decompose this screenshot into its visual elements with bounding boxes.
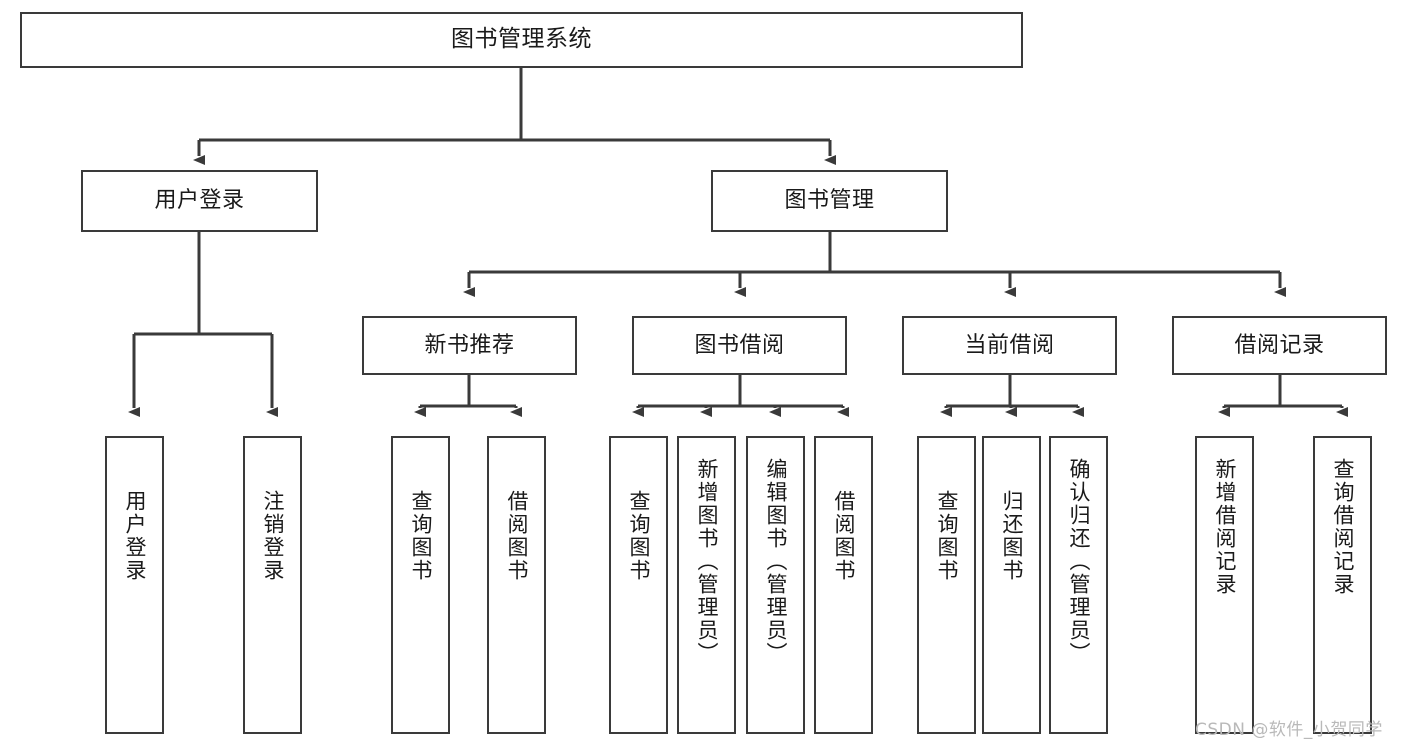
- node-label: 用户登录: [123, 490, 147, 582]
- node-label: 新增借阅记录: [1213, 458, 1237, 596]
- leaf-new-book-borrow[interactable]: 借阅图书: [487, 436, 546, 734]
- node-label: 当前借阅: [964, 332, 1055, 358]
- node-label: 归还图书: [1000, 490, 1024, 582]
- node-label: 编辑图书（管理员）: [764, 458, 788, 665]
- csdn-watermark: CSDN @软件_小贺同学: [1195, 720, 1383, 740]
- node-label: 借阅图书: [832, 490, 856, 582]
- node-label: 新书推荐: [424, 332, 515, 358]
- node-current-borrow[interactable]: 当前借阅: [902, 316, 1117, 375]
- node-label: 查询图书: [935, 490, 959, 582]
- node-user-login[interactable]: 用户登录: [81, 170, 318, 232]
- node-book-borrow[interactable]: 图书借阅: [632, 316, 847, 375]
- leaf-user-login-login[interactable]: 用户登录: [105, 436, 164, 734]
- node-label: 借阅记录: [1234, 332, 1325, 358]
- node-label: 借阅图书: [505, 490, 529, 582]
- leaf-book-borrow-add[interactable]: 新增图书（管理员）: [677, 436, 736, 734]
- node-book-management[interactable]: 图书管理: [711, 170, 948, 232]
- leaf-current-borrow-query[interactable]: 查询图书: [917, 436, 976, 734]
- node-label: 查询图书: [627, 490, 651, 582]
- node-label: 查询图书: [409, 490, 433, 582]
- node-label: 确认归还（管理员）: [1067, 458, 1091, 665]
- node-label: 图书管理: [784, 188, 875, 214]
- leaf-book-borrow-query[interactable]: 查询图书: [609, 436, 668, 734]
- leaf-borrow-record-add[interactable]: 新增借阅记录: [1195, 436, 1254, 734]
- node-label: 用户登录: [154, 188, 245, 214]
- node-label: 图书借阅: [694, 332, 785, 358]
- leaf-borrow-record-query[interactable]: 查询借阅记录: [1313, 436, 1372, 734]
- node-label: 查询借阅记录: [1331, 458, 1355, 596]
- node-label: 图书管理系统: [451, 26, 592, 53]
- leaf-book-borrow-borrow[interactable]: 借阅图书: [814, 436, 873, 734]
- node-label: 注销登录: [261, 490, 285, 582]
- leaf-current-borrow-confirm[interactable]: 确认归还（管理员）: [1049, 436, 1108, 734]
- node-label: 新增图书（管理员）: [695, 458, 719, 665]
- node-root-system[interactable]: 图书管理系统: [20, 12, 1023, 68]
- leaf-book-borrow-edit[interactable]: 编辑图书（管理员）: [746, 436, 805, 734]
- leaf-new-book-query[interactable]: 查询图书: [391, 436, 450, 734]
- leaf-user-login-logout[interactable]: 注销登录: [243, 436, 302, 734]
- node-borrow-record[interactable]: 借阅记录: [1172, 316, 1387, 375]
- node-new-book-recommend[interactable]: 新书推荐: [362, 316, 577, 375]
- leaf-current-borrow-return[interactable]: 归还图书: [982, 436, 1041, 734]
